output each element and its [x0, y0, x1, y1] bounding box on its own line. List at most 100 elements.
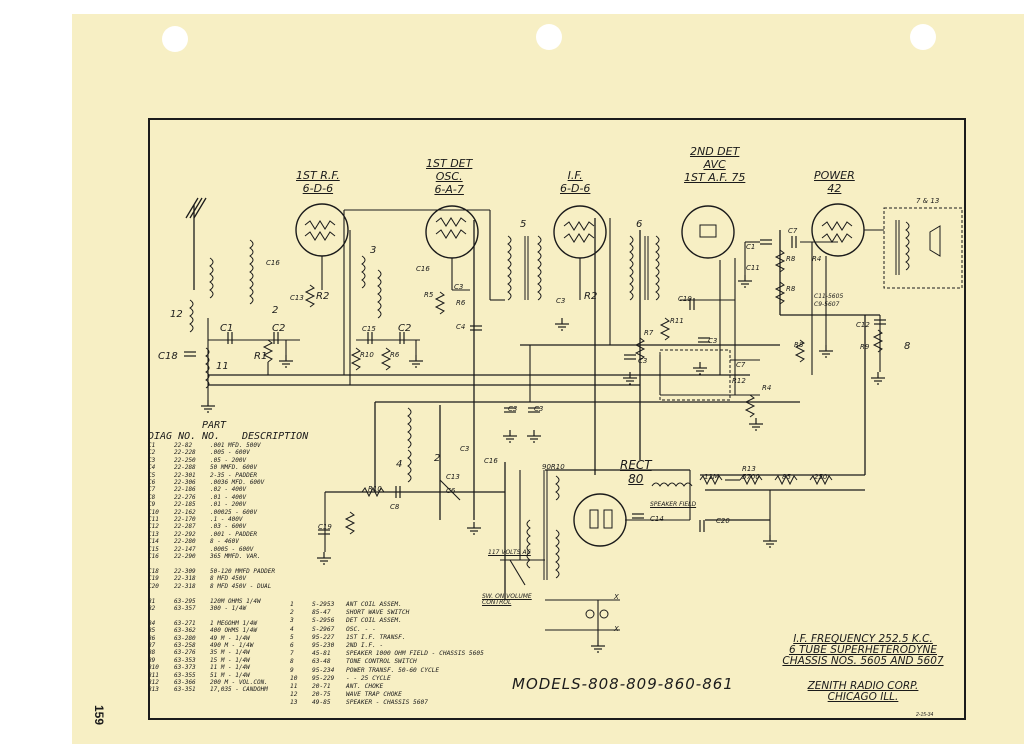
coil-description: - - 25 CYCLE — [346, 674, 391, 682]
label-r2b: R2 — [584, 291, 598, 302]
label-3: 3 — [370, 245, 377, 256]
label-c14: C14 — [650, 515, 664, 523]
coil-part-number: S-2953 — [312, 601, 335, 608]
label-c19: C19 — [318, 523, 332, 531]
coil-description: WAVE TRAP CHOKE — [346, 691, 402, 699]
part-number: 63-276 — [174, 649, 196, 657]
schematic-frame — [148, 118, 966, 720]
coil-part-number: 49-85 — [312, 699, 331, 707]
label-11m: 11M — [704, 473, 719, 481]
coil-description: 2ND I.F. - — [346, 642, 384, 650]
part-number: 22-288 — [174, 464, 196, 472]
label-r8: R8 — [786, 255, 796, 263]
label-c3e: C3 — [508, 405, 518, 413]
label-6: 6 — [636, 219, 643, 230]
label-c3b: C3 — [556, 297, 566, 305]
label-5: 5 — [520, 219, 527, 230]
part-diag-no: C15 — [148, 545, 159, 553]
coil-description: OSC. - - — [346, 625, 376, 633]
part-diag-no: R1 — [148, 597, 156, 605]
part-description: .05 - 200V — [210, 456, 247, 464]
coil-description: POWER TRANSF. 50-60 CYCLE — [346, 666, 440, 674]
part-description: 50 MMFD. 600V — [210, 464, 257, 472]
tube-label-line: POWER — [814, 169, 855, 182]
part-diag-no: C7 — [148, 486, 156, 494]
coil-description: SPEAKER 1000 OHM FIELD - CHASSIS 5605 — [346, 650, 484, 658]
part-diag-no: C5 — [148, 471, 156, 479]
label-c7b: C7 — [788, 227, 798, 235]
part-number: 63-271 — [174, 619, 196, 627]
coil-part-number: 95-234 — [312, 666, 335, 674]
label-r13: R13 — [742, 465, 756, 473]
coil-part-number: 63-48 — [312, 658, 331, 666]
part-diag-no: R10 — [148, 664, 159, 672]
label-2: 2 — [272, 305, 279, 316]
part-description: .001 - PADDER — [210, 530, 257, 538]
part-description: .00025 - 600V — [210, 508, 257, 516]
tube-label-1st-det-osc: 1ST DET OSC. 6-A-7 — [426, 158, 472, 195]
label-r6: R6 — [390, 351, 400, 359]
tube-label-1st-rf: 1ST R.F. 6-D-6 — [296, 170, 340, 194]
part-diag-no: R13 — [148, 686, 159, 694]
part-diag-no: C9 — [148, 501, 156, 509]
part-number: 63-366 — [174, 679, 196, 686]
label-r10b: R10 — [368, 485, 382, 493]
label-85: 85 — [782, 473, 791, 481]
part-diag-no: C20 — [148, 582, 159, 590]
part-number: 22-276 — [174, 493, 196, 501]
coil-part-number: S-2956 — [312, 617, 335, 625]
header-description: DESCRIPTION — [242, 431, 309, 442]
coil-index: 9 — [290, 666, 294, 674]
coil-description: SHORT WAVE SWITCH — [346, 609, 410, 617]
label-c4: C4 — [456, 323, 466, 331]
part-description: 120M OHMS 1/4W — [210, 597, 261, 605]
label-7-13: 7 & 13 — [916, 197, 940, 205]
part-diag-no: R4 — [148, 619, 156, 627]
label-x1: X — [614, 593, 619, 601]
part-number: 22-292 — [174, 530, 196, 538]
label-speaker-field: SPEAKER FIELD — [650, 501, 697, 508]
tube-label-line: 6-D-6 — [560, 182, 591, 195]
coil-part-number: 95-229 — [312, 674, 335, 682]
part-description: .0005 - 600V — [210, 545, 254, 553]
part-description: 365 MMFD. VAR. — [210, 553, 261, 561]
part-description: 15 M - 1/4W — [210, 656, 250, 664]
label-c3c: C3 — [638, 357, 648, 365]
label-r2: R2 — [316, 291, 330, 302]
part-diag-no: C16 — [148, 553, 159, 561]
label-r10: R10 — [360, 351, 374, 359]
tube-label-line: 2ND DET — [689, 145, 740, 158]
part-description: 1 MEGOHM 1/4W — [210, 619, 257, 627]
label-c3: C3 — [454, 283, 464, 291]
part-description: .01 - 400V — [210, 493, 247, 501]
part-diag-no: C19 — [148, 575, 159, 583]
part-number: 22-309 — [174, 567, 196, 575]
label-c11: C11 — [746, 264, 760, 272]
part-diag-no: R7 — [148, 641, 156, 649]
part-diag-no: R2 — [148, 604, 156, 612]
part-number: 22-162 — [174, 508, 196, 516]
header-part: PART NO. — [202, 420, 227, 442]
part-number: 63-295 — [174, 597, 196, 605]
label-r4b: R4 — [812, 255, 822, 263]
coil-index: 5 — [290, 633, 294, 641]
label-sw-on-volume: SW. ON VOLUME CONTROL — [482, 593, 532, 606]
date-stamp: 2-15-34 — [916, 712, 934, 718]
binder-hole — [162, 26, 188, 52]
if-frequency: I.F. FREQUENCY 252.5 K.C. — [793, 633, 933, 645]
label-c16b: C16 — [416, 265, 430, 273]
tube-label-line: 1ST DET — [426, 157, 473, 170]
label-11: 11 — [216, 361, 229, 372]
part-description: 490 M - 1/4W — [210, 641, 254, 649]
